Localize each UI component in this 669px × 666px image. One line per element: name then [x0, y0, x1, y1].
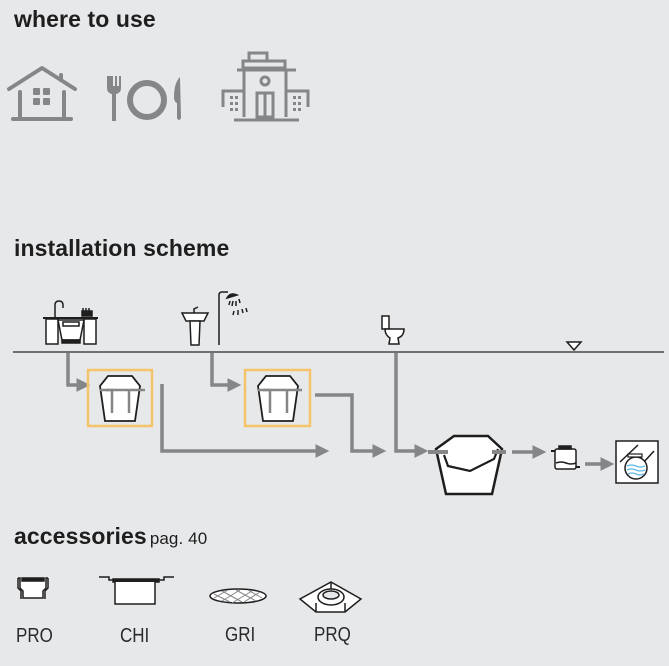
- accessory-label-pro: PRO: [16, 625, 53, 647]
- installation-scheme-title: installation scheme: [14, 235, 230, 261]
- kitchen-sink-dishwasher-icon: [43, 300, 98, 345]
- accessory-label-prq: PRQ: [314, 624, 351, 646]
- square-frame-icon: [298, 581, 363, 613]
- page-reference: pag. 40: [149, 529, 208, 548]
- ground-level-triangle: [565, 341, 583, 352]
- restaurant-icon: [107, 76, 181, 121]
- public-building-icon: [221, 51, 310, 122]
- pump-station: [551, 445, 580, 470]
- septic-tank: [428, 434, 506, 496]
- where-to-use-title: where to use: [14, 6, 156, 32]
- grid-icon: [209, 588, 267, 604]
- extension-icon: [17, 577, 49, 599]
- pipes: [66, 353, 615, 471]
- toilet-icon: [381, 315, 405, 345]
- sewer-outlet: [615, 440, 659, 484]
- accessory-label-chi: CHI: [120, 625, 150, 647]
- cover-icon: [99, 576, 174, 605]
- accessory-label-gri: GRI: [225, 624, 256, 646]
- grease-separator-2: [243, 368, 312, 428]
- house-icon: [7, 66, 77, 121]
- accessories-heading: accessories: [14, 523, 147, 549]
- shower-icon: [218, 291, 248, 345]
- grease-separator-1: [86, 368, 154, 428]
- washbasin-icon: [180, 306, 210, 346]
